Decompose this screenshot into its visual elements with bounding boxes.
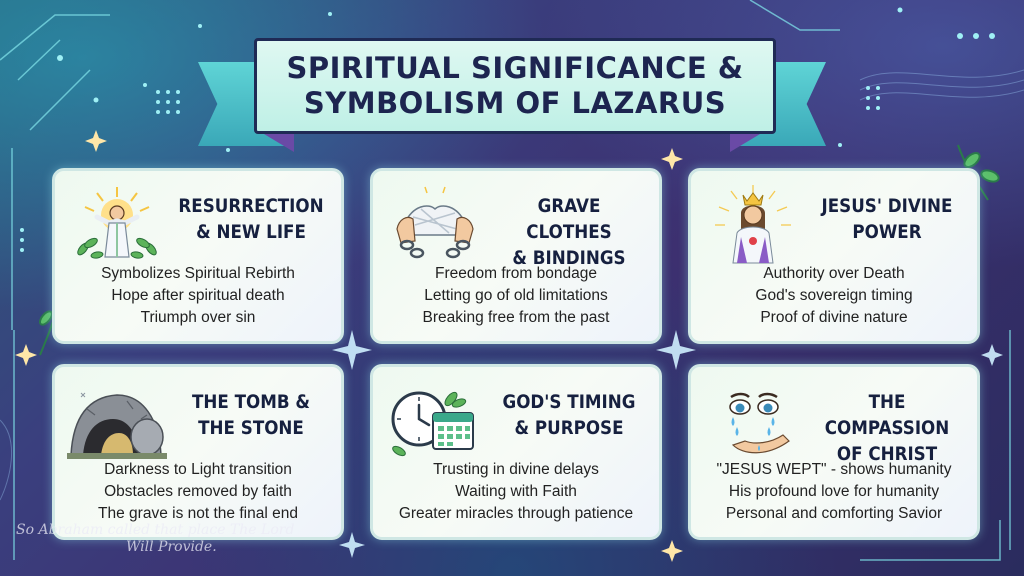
card-body: Freedom from bondage Letting go of old l… — [373, 263, 659, 329]
card-line: Symbolizes Spiritual Rebirth — [101, 265, 295, 282]
card-line: Triumph over sin — [140, 309, 256, 326]
card-line: Authority over Death — [763, 265, 905, 282]
card-title-line-1: JESUS' DIVINE — [821, 195, 953, 217]
watermark-text: So Abraham called that place The Lord Wi… — [16, 522, 346, 556]
card-title-line-2: OF CHRIST — [836, 443, 938, 465]
card-body: Authority over Death God's sovereign tim… — [691, 263, 977, 329]
card-title-line-2: POWER — [852, 221, 922, 243]
card-body: "JESUS WEPT" - shows humanity His profou… — [691, 459, 977, 525]
card-body: Darkness to Light transition Obstacles r… — [55, 459, 341, 525]
card-title: RESURRECTION & NEW LIFE — [177, 193, 325, 245]
card-line: "JESUS WEPT" - shows humanity — [716, 461, 952, 478]
card-title-line-2: & NEW LIFE — [196, 221, 306, 243]
card-line: God's sovereign timing — [755, 287, 913, 304]
card-line: Hope after spiritual death — [111, 287, 285, 304]
card-resurrection: RESURRECTION & NEW LIFE Symbolizes Spiri… — [52, 168, 344, 344]
card-title-line-1: GOD'S TIMING — [502, 391, 636, 413]
banner-panel: SPIRITUAL SIGNIFICANCE & SYMBOLISM OF LA… — [254, 38, 776, 134]
card-title: JESUS' DIVINE POWER — [813, 193, 961, 245]
card-line: Freedom from bondage — [435, 265, 597, 282]
card-title-line-1: THE COMPASSION — [824, 391, 950, 439]
card-line: Breaking free from the past — [422, 309, 610, 326]
page-title-line-2: SYMBOLISM OF LAZARUS — [303, 86, 727, 120]
card-line: Obstacles removed by faith — [104, 483, 292, 500]
broken-chains-hands-icon — [396, 186, 474, 259]
card-body: Symbolizes Spiritual Rebirth Hope after … — [55, 263, 341, 329]
card-line: Waiting with Faith — [455, 483, 577, 500]
card-line: Proof of divine nature — [760, 309, 908, 326]
card-line: Letting go of old limitations — [424, 287, 608, 304]
card-line: The grave is not the final end — [98, 505, 298, 522]
card-title-line-2: THE STONE — [198, 417, 304, 439]
watermark-line-2: Will Provide. — [126, 539, 217, 555]
card-compassion: THE COMPASSION OF CHRIST "JESUS WEPT" - … — [688, 364, 980, 540]
card-title-line-1: RESURRECTION — [178, 195, 324, 217]
card-line: His profound love for humanity — [728, 483, 940, 500]
card-line: Darkness to Light transition — [104, 461, 292, 478]
card-title-line-1: THE TOMB & — [191, 391, 311, 413]
card-body: Trusting in divine delays Waiting with F… — [373, 459, 659, 525]
card-gods-timing: GOD'S TIMING & PURPOSE Trusting in divin… — [370, 364, 662, 540]
watermark-line-1: So Abraham called that place The Lord — [16, 522, 295, 538]
card-title-line-2: & PURPOSE — [514, 417, 624, 439]
title-banner: SPIRITUAL SIGNIFICANCE & SYMBOLISM OF LA… — [198, 38, 826, 154]
card-title: THE TOMB & THE STONE — [177, 389, 325, 441]
weeping-face-icon — [729, 392, 790, 454]
card-title: GOD'S TIMING & PURPOSE — [495, 389, 643, 441]
crowned-jesus-icon — [715, 185, 791, 264]
card-line: Personal and comforting Savior — [725, 505, 943, 522]
card-title-line-2: & BINDINGS — [512, 247, 626, 269]
card-grave-clothes: GRAVE CLOTHES & BINDINGS Freedom from bo… — [370, 168, 662, 344]
clock-calendar-icon — [391, 391, 474, 457]
card-tomb-stone: THE TOMB & THE STONE Darkness to Light t… — [52, 364, 344, 540]
card-title-line-1: GRAVE CLOTHES — [526, 195, 612, 243]
card-title: GRAVE CLOTHES & BINDINGS — [495, 193, 643, 271]
risen-jesus-icon — [77, 187, 157, 259]
card-line: Greater miracles through patience — [398, 505, 634, 522]
card-divine-power: JESUS' DIVINE POWER Authority over Death… — [688, 168, 980, 344]
tomb-stone-icon — [67, 392, 167, 459]
card-line: Trusting in divine delays — [433, 461, 599, 478]
card-title: THE COMPASSION OF CHRIST — [813, 389, 961, 467]
page-title-line-1: SPIRITUAL SIGNIFICANCE & — [286, 51, 744, 85]
